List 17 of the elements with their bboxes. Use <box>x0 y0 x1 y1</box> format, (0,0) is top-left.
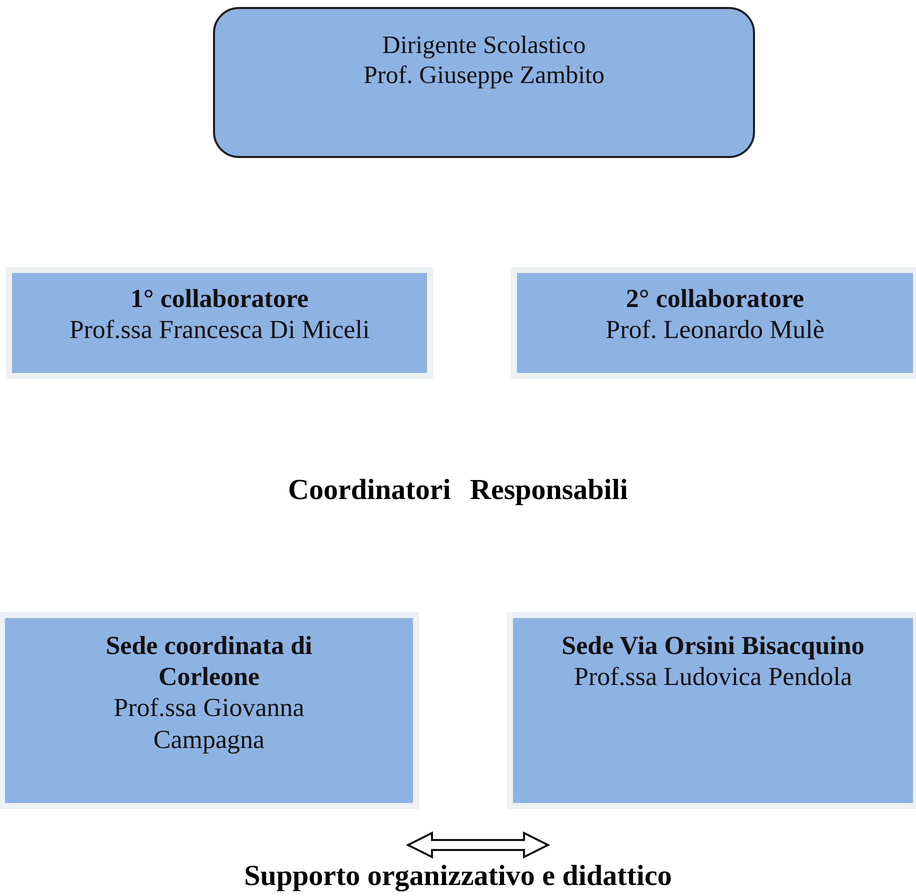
role-title: 1° collaboratore <box>130 283 309 314</box>
role-title: Sede coordinata di Corleone <box>104 630 314 692</box>
role-box <box>12 273 427 373</box>
person-name: Prof.ssa Ludovica Pendola <box>574 661 852 692</box>
site-box <box>5 618 413 803</box>
role-box <box>213 7 755 158</box>
person-name: Prof. Giuseppe Zambito <box>364 61 604 91</box>
person-name: Prof.ssa Francesca Di Miceli <box>69 314 370 346</box>
section-heading: Coordinatori Responsabili <box>288 474 628 507</box>
person-name: Prof. Leonardo Mulè <box>606 314 824 346</box>
person-name: Dirigente Scolastico <box>382 31 586 61</box>
site-box <box>513 618 913 803</box>
person-name: Prof.ssa Giovanna Campagna <box>112 692 306 755</box>
role-title: Sede Via Orsini Bisacquino <box>562 630 864 662</box>
role-title: 2° collaboratore <box>626 283 804 314</box>
role-box <box>517 273 913 373</box>
caption-text: Supporto organizzativo e didattico <box>244 860 672 893</box>
